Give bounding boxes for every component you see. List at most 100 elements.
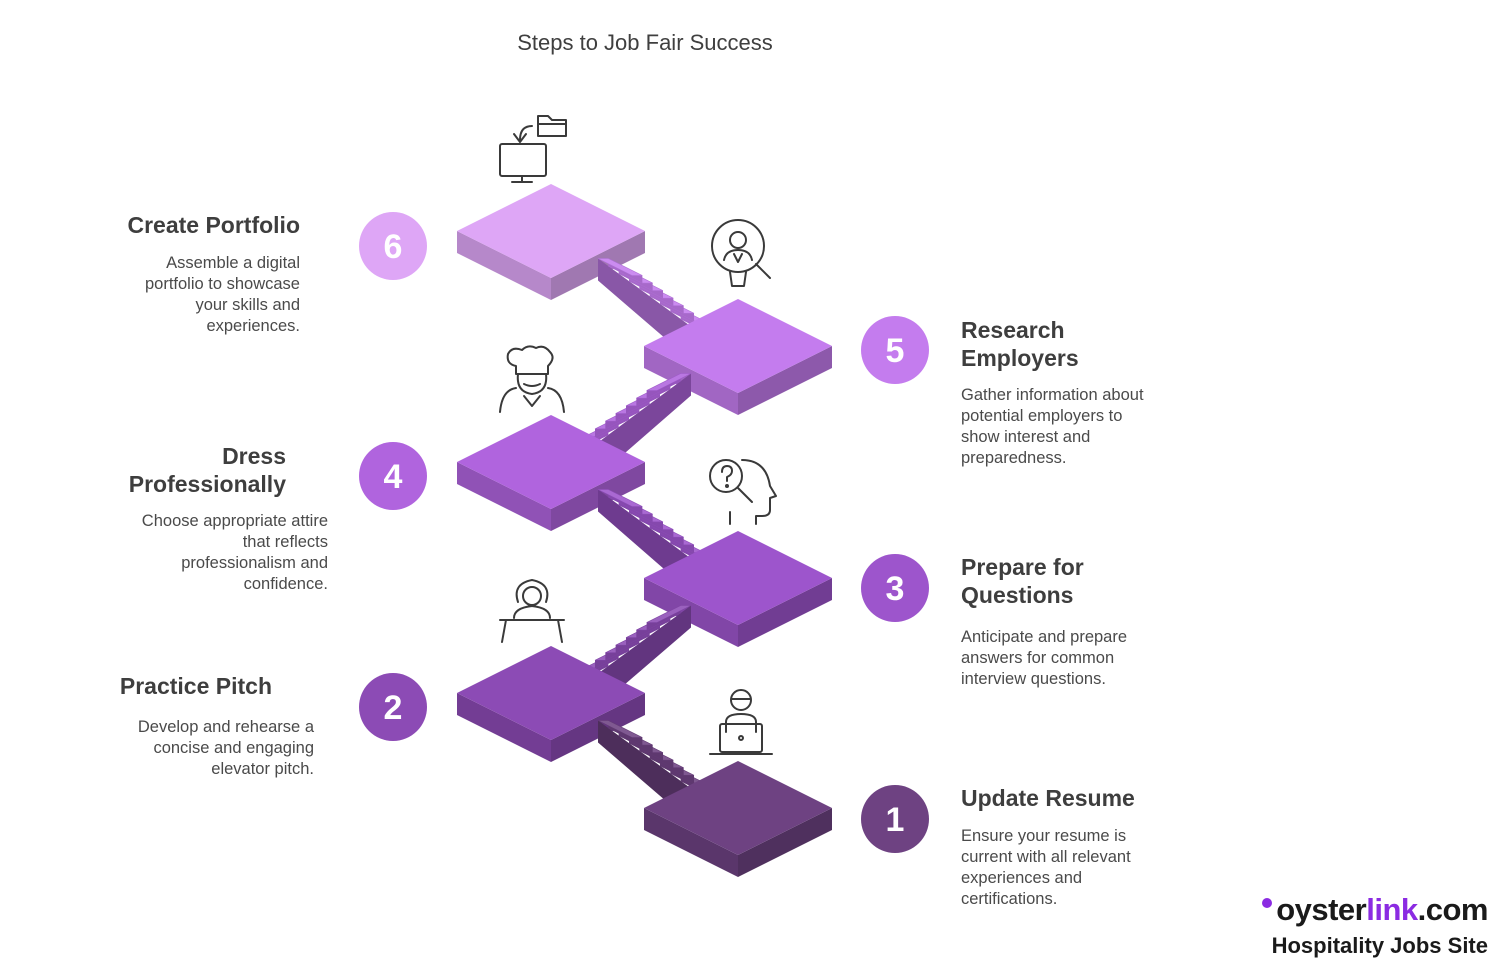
step-5-desc-line: preparedness. — [961, 449, 1067, 467]
platform-left-face — [457, 462, 551, 531]
icon-stroke — [729, 231, 747, 249]
step-4-desc-line: that reflects — [242, 533, 328, 551]
platform-top-face — [644, 761, 832, 855]
brand-logo[interactable]: oysterlink.com — [1262, 892, 1489, 928]
step-6-description: Assemble a digital portfolio to showcase… — [70, 253, 300, 337]
step-2-badge: 2 — [359, 673, 427, 741]
platform-right-face — [738, 346, 832, 415]
icon-stroke — [711, 219, 765, 273]
step-5-desc-line: Gather information about — [961, 386, 1144, 404]
brand-name-prefix: oyster — [1276, 892, 1367, 927]
step-number-circle — [359, 442, 427, 510]
step-4-heading-line: Professionally — [128, 471, 286, 497]
step-1-badge: 1 — [861, 785, 929, 853]
step-6-heading: Create Portfolio — [80, 211, 300, 239]
step-1-desc-line: current with all relevant — [961, 848, 1131, 866]
icon-stroke — [515, 579, 549, 603]
platform-left-face — [644, 808, 738, 877]
icon-stroke — [499, 143, 547, 177]
brand-block: oysterlink.com Hospitality Jobs Site — [1262, 892, 1489, 960]
platform-right-face — [738, 578, 832, 647]
step-2-heading-line: Practice Pitch — [119, 673, 272, 699]
person-magnifier-icon — [711, 219, 771, 287]
laptop-user-icon — [709, 689, 773, 755]
step-2-description: Develop and rehearse a concise and engag… — [64, 717, 314, 780]
platform-top-face — [644, 299, 832, 393]
step-3-heading-line: Questions — [961, 582, 1074, 608]
brand-dot-icon — [1262, 898, 1273, 908]
step-4-description: Choose appropriate attire that reflects … — [78, 511, 328, 595]
icon-stroke — [506, 345, 554, 375]
icon-stroke — [738, 735, 744, 741]
step-1-heading-line: Update Resume — [961, 785, 1135, 811]
icon-stroke — [737, 487, 753, 503]
step-number-label: 5 — [886, 332, 905, 370]
step-1-desc-line: certifications. — [961, 890, 1058, 908]
staircase-1-to-2 — [597, 720, 726, 823]
icon-stroke — [725, 713, 757, 733]
step-4-desc-line: confidence. — [243, 575, 328, 593]
step-4-desc-line: professionalism and — [181, 554, 328, 572]
step-5-desc-line: potential employers to — [961, 407, 1123, 425]
icon-stroke — [516, 373, 548, 395]
icon-stroke — [523, 395, 541, 407]
step-number-label: 2 — [384, 689, 403, 727]
step-5-heading-line: Research — [961, 317, 1065, 343]
step-4-heading-line: Dress — [222, 443, 286, 469]
step-5-description: Gather information about potential emplo… — [961, 385, 1144, 469]
step-6-desc-line: portfolio to showcase — [144, 275, 300, 293]
icon-stroke — [741, 459, 777, 525]
step-5-heading: Research Employers — [961, 316, 1079, 372]
step-3-heading-line: Prepare for — [961, 554, 1084, 580]
icon-stroke — [513, 605, 551, 619]
icon-stroke — [721, 465, 733, 482]
step-3-desc-line: answers for common — [961, 649, 1115, 667]
icon-stroke — [755, 263, 771, 279]
stair-tread — [646, 605, 692, 623]
stair-tread — [597, 720, 643, 738]
step-number-label: 3 — [886, 570, 905, 608]
chef-icon — [499, 345, 565, 413]
step-2-desc-line: Develop and rehearse a — [137, 718, 314, 736]
step-1-platform — [644, 761, 832, 877]
platform-top-face — [644, 531, 832, 625]
step-3-desc-line: Anticipate and prepare — [961, 628, 1128, 646]
stair-tread — [597, 489, 643, 507]
icon-stroke — [522, 586, 542, 606]
brand-name-suffix: .com — [1417, 892, 1489, 927]
step-1-desc-line: Ensure your resume is — [961, 827, 1127, 845]
step-4-badge: 4 — [359, 442, 427, 510]
step-5-badge: 5 — [861, 316, 929, 384]
icon-stroke — [513, 125, 533, 143]
step-number-circle — [861, 554, 929, 622]
platform-top-face — [457, 184, 645, 278]
platform-right-face — [738, 808, 832, 877]
icon-stroke — [523, 383, 541, 387]
step-number-label: 1 — [886, 801, 905, 839]
step-number-circle — [359, 673, 427, 741]
platform-left-face — [457, 693, 551, 762]
platform-top-face — [457, 646, 645, 740]
step-6-desc-line: experiences. — [206, 317, 300, 335]
step-1-description: Ensure your resume is current with all r… — [961, 826, 1131, 910]
step-6-heading-line: Create Portfolio — [127, 212, 300, 238]
icon-stroke — [511, 175, 533, 183]
icon-stroke — [537, 115, 567, 137]
step-number-circle — [861, 316, 929, 384]
step-4-platform — [457, 415, 645, 531]
platform-left-face — [457, 231, 551, 300]
step-number-label: 4 — [384, 458, 403, 496]
step-4-heading: Dress Professionally — [86, 442, 286, 498]
icon-stroke — [709, 459, 743, 493]
monitor-folder-icon — [499, 115, 567, 183]
step-2-desc-line: elevator pitch. — [211, 760, 314, 778]
step-5-heading-line: Employers — [961, 345, 1079, 371]
step-number-circle — [359, 212, 427, 280]
step-3-description: Anticipate and prepare answers for commo… — [961, 627, 1127, 690]
step-4-desc-line: Choose appropriate attire — [141, 512, 328, 530]
icon-stroke — [725, 484, 729, 488]
step-3-heading: Prepare for Questions — [961, 553, 1084, 609]
icon-stroke — [719, 723, 763, 753]
step-6-desc-line: Assemble a digital — [166, 254, 300, 272]
